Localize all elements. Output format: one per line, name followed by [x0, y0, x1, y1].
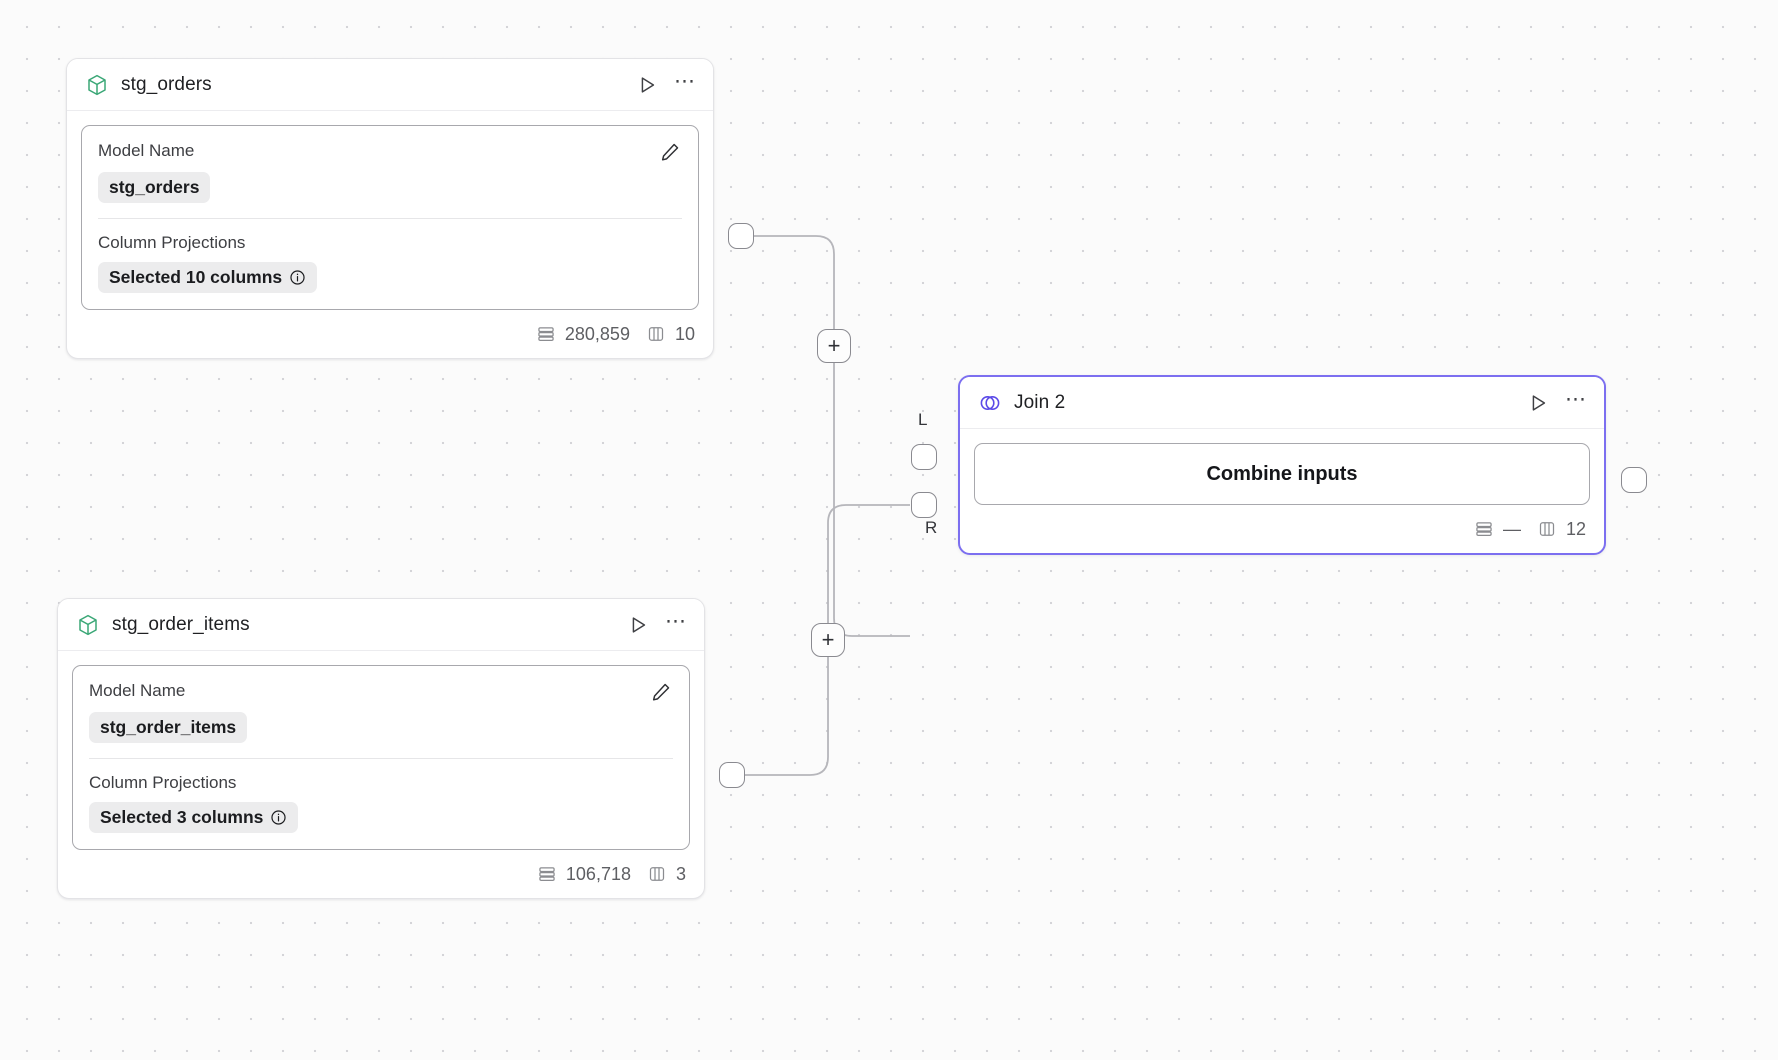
info-icon[interactable] [289, 269, 306, 286]
output-port-stg-order-items[interactable] [719, 762, 745, 788]
node-body: Model Name stg_order_items Column Projec… [58, 651, 704, 851]
column-projections-value[interactable]: Selected 10 columns [98, 262, 318, 294]
edit-pencil-icon[interactable] [658, 140, 682, 164]
run-icon[interactable] [626, 613, 650, 637]
node-header: stg_orders ⋯ [67, 59, 713, 111]
combine-inputs-button[interactable]: Combine inputs [974, 443, 1590, 505]
row-count-value: 280,859 [564, 323, 630, 344]
row-count-value: — [1502, 518, 1521, 539]
input-port-label-right: R [925, 518, 938, 537]
node-footer: 106,718 3 [58, 850, 704, 898]
row-count-stat: — [1474, 519, 1521, 540]
input-port-left[interactable] [911, 444, 937, 470]
model-name-value[interactable]: stg_orders [98, 172, 211, 203]
node-body: Combine inputs [960, 429, 1604, 505]
input-port-right[interactable] [911, 492, 937, 518]
divider [89, 758, 673, 759]
row-count-stat: 106,718 [537, 864, 631, 885]
add-node-on-edge-button-bottom[interactable]: + [811, 623, 845, 657]
node-title: stg_order_items [112, 613, 250, 635]
venn-icon [978, 391, 1002, 415]
columns-icon [648, 327, 664, 341]
more-options-icon[interactable]: ⋯ [674, 69, 696, 93]
columns-icon [649, 867, 665, 881]
run-icon[interactable] [1526, 391, 1550, 415]
divider [98, 218, 682, 219]
model-properties-card: Model Name stg_orders Column Projections… [81, 125, 699, 311]
column-projections-label: Column Projections [98, 233, 246, 252]
output-port-join-2[interactable] [1621, 467, 1647, 493]
rows-icon [1476, 522, 1492, 536]
row-count-value: 106,718 [565, 863, 631, 884]
add-node-on-edge-button-top[interactable]: + [817, 329, 851, 363]
rows-icon [538, 327, 554, 342]
cube-icon [76, 613, 100, 637]
row-count-stat: 280,859 [536, 324, 630, 345]
node-footer: — 12 [960, 505, 1604, 553]
edge-orders-to-join [754, 235, 910, 637]
node-join-2[interactable]: Join 2 ⋯ Combine inputs — [958, 375, 1606, 555]
node-title: Join 2 [1014, 391, 1066, 413]
model-name-label: Model Name [98, 141, 195, 160]
output-port-stg-orders[interactable] [728, 223, 754, 249]
node-header: stg_order_items ⋯ [58, 599, 704, 651]
columns-icon [1539, 522, 1555, 536]
model-name-value[interactable]: stg_order_items [89, 712, 248, 743]
model-properties-card: Model Name stg_order_items Column Projec… [72, 665, 690, 851]
model-name-label: Model Name [89, 681, 186, 700]
input-port-label-left: L [918, 410, 928, 429]
node-stg-orders[interactable]: stg_orders ⋯ Model Name [66, 58, 714, 360]
more-options-icon[interactable]: ⋯ [665, 609, 687, 633]
more-options-icon[interactable]: ⋯ [1565, 387, 1587, 411]
node-title: stg_orders [121, 73, 212, 95]
node-stg-order-items[interactable]: stg_order_items ⋯ Model Name [57, 598, 705, 900]
node-footer: 280,859 10 [67, 310, 713, 358]
column-count-value: 3 [675, 863, 686, 884]
column-count-value: 12 [1565, 518, 1586, 539]
node-body: Model Name stg_orders Column Projections… [67, 111, 713, 311]
column-count-stat: 3 [647, 864, 686, 885]
cube-icon [85, 73, 109, 97]
node-header: Join 2 ⋯ [960, 377, 1604, 429]
column-projections-label: Column Projections [89, 773, 237, 792]
column-count-value: 10 [674, 323, 695, 344]
column-count-stat: 10 [646, 324, 695, 345]
edit-pencil-icon[interactable] [649, 680, 673, 704]
column-count-stat: 12 [1537, 519, 1586, 540]
info-icon[interactable] [270, 809, 287, 826]
rows-icon [539, 867, 555, 882]
run-icon[interactable] [635, 73, 659, 97]
column-projections-value[interactable]: Selected 3 columns [89, 802, 299, 834]
